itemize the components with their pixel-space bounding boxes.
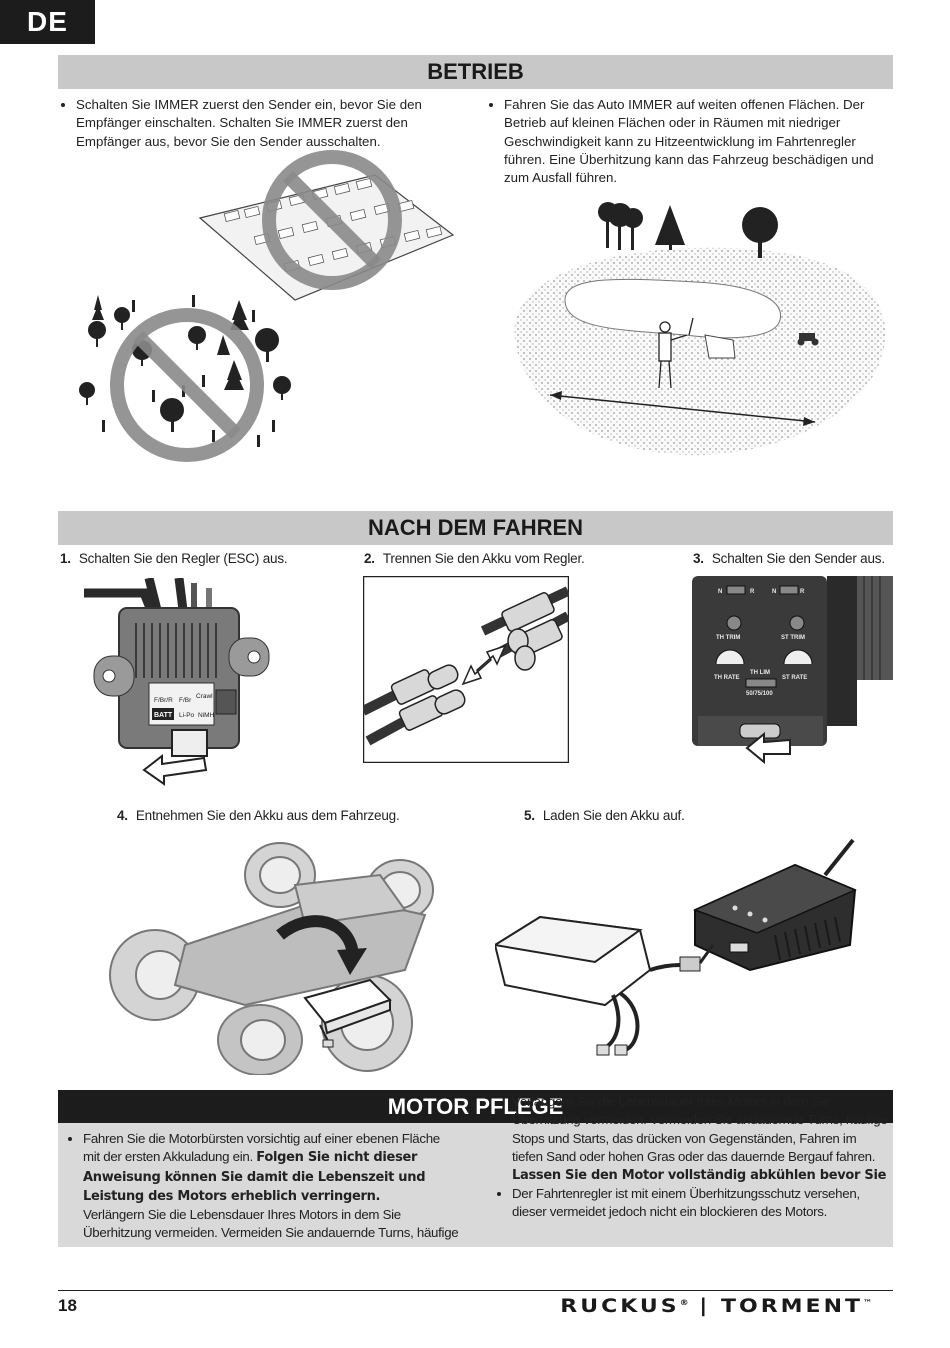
step-2: 2. Trennen Sie den Akku vom Regler. [364, 551, 585, 566]
esc-switch [171, 729, 208, 757]
trademark-mark: ™ [863, 1298, 872, 1308]
step-1-number: 1. [60, 551, 71, 566]
step-1: 1. Schalten Sie den Regler (ESC) aus. [60, 551, 288, 566]
tx-label-n1: N [718, 589, 722, 595]
step-4: 4. Entnehmen Sie den Akku aus dem Fahrzeu… [117, 808, 400, 823]
motor-care-box: Fahren Sie die Motorbürsten vorsichtig a… [58, 1094, 893, 1247]
tx-label-n2: N [772, 589, 776, 595]
motor-care-right-col: Verlängern Sie die Lebensdauer Ihres Mot… [494, 1094, 889, 1222]
step-3-text: Schalten Sie den Sender aus. [711, 551, 885, 566]
tx-label-th-trim: TH TRIM [716, 635, 740, 641]
tx-label-st-trim: ST TRIM [781, 635, 805, 641]
page-number: 18 [58, 1296, 77, 1315]
model-name: TORMENT [721, 1295, 863, 1318]
motor-care-b1-text: Fahren Sie die Motorbürsten vorsichtig a… [83, 1131, 440, 1165]
motor-care-b2-text-cont: Verlängern Sie die Lebensdauer Ihres Mot… [512, 1094, 888, 1164]
driver-figure-icon [658, 317, 694, 389]
step-1-text: Schalten Sie den Regler (ESC) aus. [78, 551, 288, 566]
motor-care-b2-bold: Lassen Sie den Motor vollständig abkühle… [512, 1168, 887, 1184]
th-trim-knob [726, 615, 742, 631]
footer-divider [58, 1290, 893, 1291]
truck-illustration [109, 842, 434, 1075]
motor-care-left-col: Fahren Sie die Motorbürsten vorsichtig a… [65, 1130, 460, 1243]
power-switch [739, 723, 781, 739]
registered-mark: ® [679, 1298, 689, 1308]
step-2-text: Trennen Sie den Akku vom Regler. [382, 551, 585, 566]
esc-label-fbrr: F/Br/R [154, 697, 173, 704]
esc-label-lipo: Li-Po [179, 712, 195, 719]
connector-illustration [363, 576, 569, 763]
step-5: 5. Laden Sie den Akku auf. [524, 808, 685, 823]
rc-car-icon [797, 333, 819, 346]
forest-illustration [79, 295, 291, 462]
esc-label-nimh: NiMH [198, 712, 215, 719]
step-3: 3. Schalten Sie den Sender aus. [693, 551, 885, 566]
language-tab: DE [0, 0, 95, 44]
step-4-text: Entnehmen Sie den Akku aus dem Fahrzeug. [135, 808, 400, 823]
brand-name: RUCKUS [560, 1295, 680, 1318]
charger-illustration [495, 838, 857, 1056]
reverse-switch-st [779, 585, 799, 595]
prohibition-sign-icon-2 [110, 308, 264, 462]
esc-label-batt: BATT [154, 712, 173, 719]
step-4-number: 4. [117, 808, 128, 823]
step-2-number: 2. [364, 551, 375, 566]
esc-illustration: F/Br/R F/Br Crawl BATT Li-Po NiMH [84, 578, 270, 786]
esc-label-fbr: F/Br [179, 697, 192, 704]
open-field-illustration [514, 202, 886, 456]
brand-logo: RUCKUS® | TORMENT™ [560, 1296, 872, 1317]
reverse-switch-th [726, 585, 746, 595]
betrieb-bullet-open-space: Fahren Sie das Auto IMMER auf weiten off… [504, 96, 894, 187]
section-header-nach-dem-fahren: NACH DEM FAHREN [58, 511, 893, 545]
motor-care-b2-text: Verlängern Sie die Lebensdauer Ihres Mot… [83, 1207, 459, 1241]
tx-label-lim-values: 50/75/100 [746, 691, 773, 697]
betrieb-right-text: Fahren Sie das Auto IMMER auf weiten off… [486, 96, 894, 187]
motor-care-bullet-3: Der Fahrtenregler ist mit einem Überhitz… [512, 1185, 889, 1222]
esc-label-crawl: Crawl [196, 693, 213, 700]
tx-label-r1: R [750, 589, 755, 595]
tx-label-th-lim: TH LIM [750, 670, 770, 676]
parking-lot-illustration [198, 150, 455, 301]
curved-arrow-icon [337, 948, 367, 975]
betrieb-bullet-transmitter: Schalten Sie IMMER zuerst den Sender ein… [76, 96, 466, 151]
step-5-text: Laden Sie den Akku auf. [542, 808, 685, 823]
section-header-betrieb: BETRIEB [58, 55, 893, 89]
tx-label-st-rate: ST RATE [782, 675, 807, 681]
arrow-left-icon [142, 753, 208, 786]
motor-care-bullet-2: Verlängern Sie die Lebensdauer Ihres Mot… [83, 1206, 460, 1243]
section-header-motor-pflege: MOTOR PFLEGE [58, 1090, 893, 1124]
brand-separator: | [699, 1295, 711, 1318]
tx-label-r2: R [800, 589, 805, 595]
step-3-number: 3. [693, 551, 704, 566]
motor-care-bullet-1: Fahren Sie die Motorbürsten vorsichtig a… [83, 1130, 460, 1206]
step-5-number: 5. [524, 808, 535, 823]
st-trim-knob [789, 615, 805, 631]
transmitter-illustration: N R N R TH TRIM ST TRIM TH LIM TH RATE S… [692, 576, 893, 764]
motor-care-b1-bold: Folgen Sie nicht dieser Anweisung können… [83, 1150, 426, 1204]
tx-label-th-rate: TH RATE [714, 675, 740, 681]
betrieb-left-text: Schalten Sie IMMER zuerst den Sender ein… [58, 96, 466, 151]
arrow-left-icon-2 [745, 731, 791, 764]
double-arrow-icon [461, 644, 507, 686]
prohibition-sign-icon [262, 150, 402, 290]
motor-care-bullet-2-cont: Verlängern Sie die Lebensdauer Ihres Mot… [494, 1093, 889, 1185]
